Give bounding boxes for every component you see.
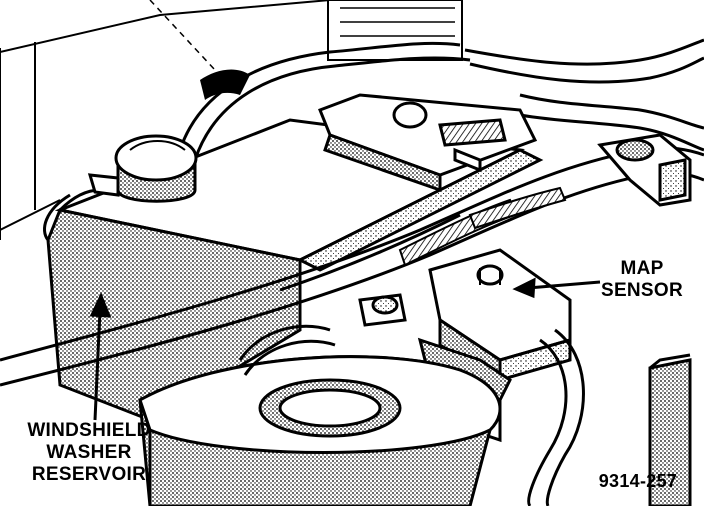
wiring-harness: [178, 38, 704, 161]
mount-bolt: [358, 293, 407, 327]
air-cleaner: [138, 355, 502, 506]
map-sensor-leader: [512, 277, 601, 299]
washer-reservoir-label-line-1: WINDSHIELD: [27, 420, 151, 441]
figure-number: 9314-257: [598, 471, 678, 491]
reservoir-cap: [87, 134, 198, 203]
right-post: [648, 353, 692, 506]
map-sensor-label-line-1: MAP: [620, 258, 664, 279]
washer-leader: [89, 292, 112, 421]
washer-reservoir-label-line-2: WASHER: [46, 442, 132, 463]
right-bracket: [597, 133, 692, 207]
top-module: [318, 93, 538, 193]
map-sensor-label-line-2: SENSOR: [600, 280, 684, 301]
hose-loop: [527, 328, 585, 506]
washer-reservoir: [43, 118, 544, 422]
washer-reservoir-label: WINDSHIELD WASHER RESERVOIR: [14, 420, 164, 486]
washer-reservoir-label-line-3: RESERVOIR: [31, 464, 147, 485]
dashed-leader: [149, 0, 216, 71]
map-sensor-label: MAP SENSOR: [582, 258, 702, 302]
lower-hose: [238, 324, 336, 376]
